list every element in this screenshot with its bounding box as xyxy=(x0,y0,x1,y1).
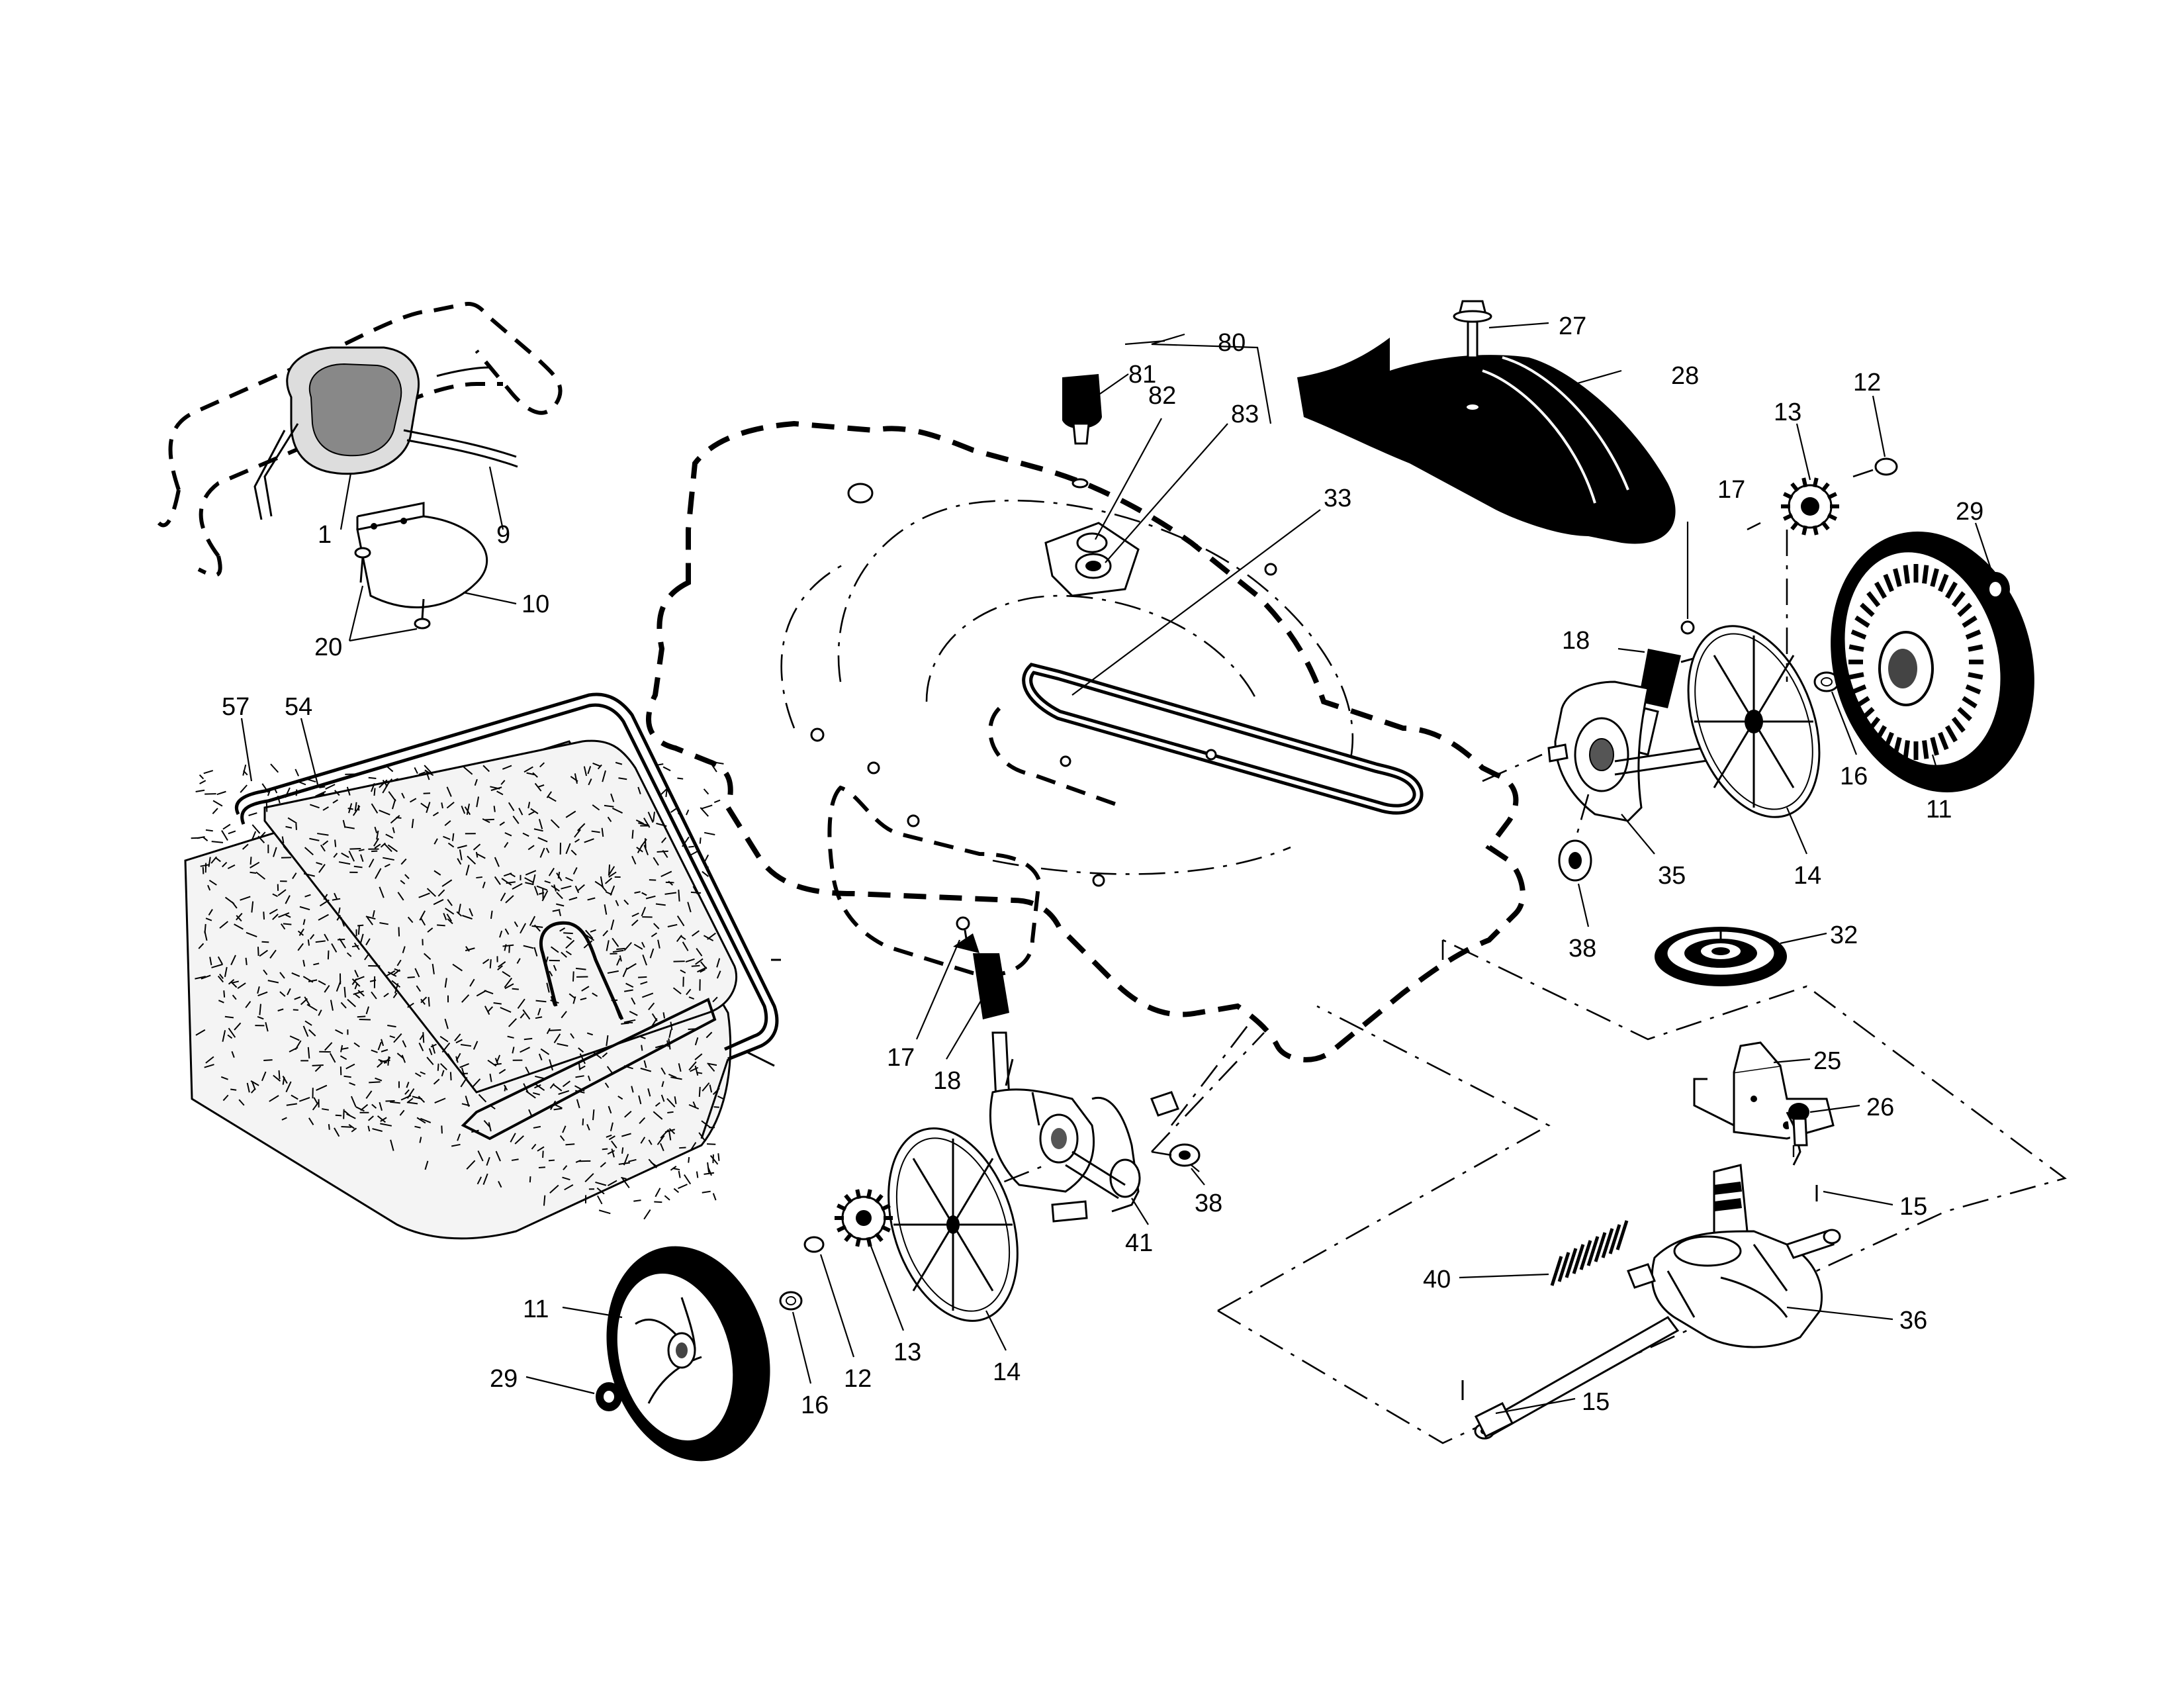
callout-83: 83 xyxy=(1231,400,1259,428)
bail-lever xyxy=(253,423,299,520)
hubcap-14-right xyxy=(1687,625,1821,818)
bag-handle-loop xyxy=(539,921,624,1021)
deck-outline xyxy=(646,420,1525,1062)
deck-inner-rim xyxy=(837,499,1354,762)
height-adjuster-18-right xyxy=(1633,620,1718,756)
deck-chute-opening xyxy=(827,785,1042,977)
spring-40 xyxy=(1550,1220,1629,1286)
handle-left-end xyxy=(157,489,222,577)
drive-belt-33 xyxy=(1022,663,1424,815)
right-wheel-assembly xyxy=(1482,395,2034,927)
mower-deck xyxy=(646,333,1525,1062)
drive-gear-13-right xyxy=(1781,477,1839,536)
transmission-boundary xyxy=(1217,939,2067,1444)
bag-fabric-texture xyxy=(191,761,725,1220)
callout-13-right: 13 xyxy=(1774,399,1801,426)
nut-38-left xyxy=(1169,1143,1201,1167)
snap-ring-12-left xyxy=(803,1236,825,1253)
callout-33: 33 xyxy=(1324,485,1351,512)
callout-25: 25 xyxy=(1813,1047,1841,1075)
callout-54: 54 xyxy=(285,693,312,721)
handle-upper-outline xyxy=(168,302,563,491)
callout-26: 26 xyxy=(1866,1094,1894,1121)
bracket-25 xyxy=(1693,1041,1835,1140)
callout-38-right: 38 xyxy=(1569,935,1596,962)
callout-41: 41 xyxy=(1125,1229,1153,1257)
left-adjuster-assembly xyxy=(915,916,1265,1225)
callout-18-left: 18 xyxy=(933,1067,961,1095)
drive-gear-13-left xyxy=(835,1189,893,1247)
screw-20a xyxy=(354,547,371,583)
mount-plate-82-83 xyxy=(1044,522,1140,597)
discharge-cover-28 xyxy=(1297,300,1676,544)
callout-14-right: 14 xyxy=(1794,862,1821,890)
callout-17-right: 17 xyxy=(1717,476,1745,504)
callout-1: 1 xyxy=(318,521,332,549)
callout-20: 20 xyxy=(314,633,342,661)
callout-80: 80 xyxy=(1218,329,1246,357)
callout-35: 35 xyxy=(1658,862,1686,890)
axle-bracket-41 xyxy=(989,1058,1141,1223)
callout-11-left: 11 xyxy=(523,1295,549,1323)
callout-labels: 1 9 10 20 57 54 80 81 82 83 33 27 28 13 … xyxy=(222,312,1983,1419)
callout-14-left: 14 xyxy=(993,1358,1021,1386)
bracket-10 xyxy=(356,515,488,608)
bolt-27 xyxy=(1453,300,1492,411)
callout-32: 32 xyxy=(1830,921,1858,949)
grass-bag xyxy=(184,692,781,1240)
callout-40: 40 xyxy=(1423,1266,1451,1293)
left-wheel-assembly xyxy=(525,1127,1046,1462)
height-knob-81 xyxy=(1062,374,1102,489)
snap-ring-12-right xyxy=(1874,457,1898,476)
callout-15-lower: 15 xyxy=(1582,1388,1610,1416)
nut-38-right xyxy=(1558,839,1592,882)
bag-top-panel xyxy=(263,739,738,1094)
screw-20b xyxy=(414,598,431,630)
bolt-26 xyxy=(1786,1103,1809,1166)
callout-17-left: 17 xyxy=(887,1044,915,1072)
callout-16-left: 16 xyxy=(801,1391,829,1419)
height-adjuster-18-left xyxy=(953,916,1011,1100)
transmission-36 xyxy=(1474,1164,1841,1440)
callout-18-right: 18 xyxy=(1562,627,1590,655)
transmission-area xyxy=(1217,927,2067,1444)
callout-29-right: 29 xyxy=(1956,498,1983,526)
handle-assembly xyxy=(157,302,563,642)
callout-10: 10 xyxy=(522,590,549,618)
rear-wheel-11-left xyxy=(606,1246,770,1462)
callout-81: 81 xyxy=(1128,361,1156,389)
callout-27: 27 xyxy=(1559,312,1586,340)
callout-82: 82 xyxy=(1148,382,1176,410)
cable-9 xyxy=(403,429,518,468)
nut-29-left xyxy=(596,1382,622,1411)
callout-13-left: 13 xyxy=(893,1338,921,1366)
callout-36: 36 xyxy=(1899,1307,1927,1335)
nut-29-right xyxy=(1981,572,2010,606)
callout-16-right: 16 xyxy=(1840,763,1868,790)
callout-12-right: 12 xyxy=(1853,369,1881,397)
callout-38-left: 38 xyxy=(1195,1190,1222,1217)
control-housing-face xyxy=(309,363,402,457)
callout-15-upper: 15 xyxy=(1899,1193,1927,1221)
callout-12-left: 12 xyxy=(844,1365,872,1393)
pulley-32 xyxy=(1655,927,1787,986)
callout-29-left: 29 xyxy=(490,1365,518,1393)
hubcap-14-left xyxy=(887,1127,1019,1322)
callout-28: 28 xyxy=(1671,362,1699,390)
bag-frame-57 xyxy=(235,692,779,1061)
callout-57: 57 xyxy=(222,693,250,721)
callout-9: 9 xyxy=(496,521,510,549)
callout-11-right: 11 xyxy=(1926,796,1952,823)
